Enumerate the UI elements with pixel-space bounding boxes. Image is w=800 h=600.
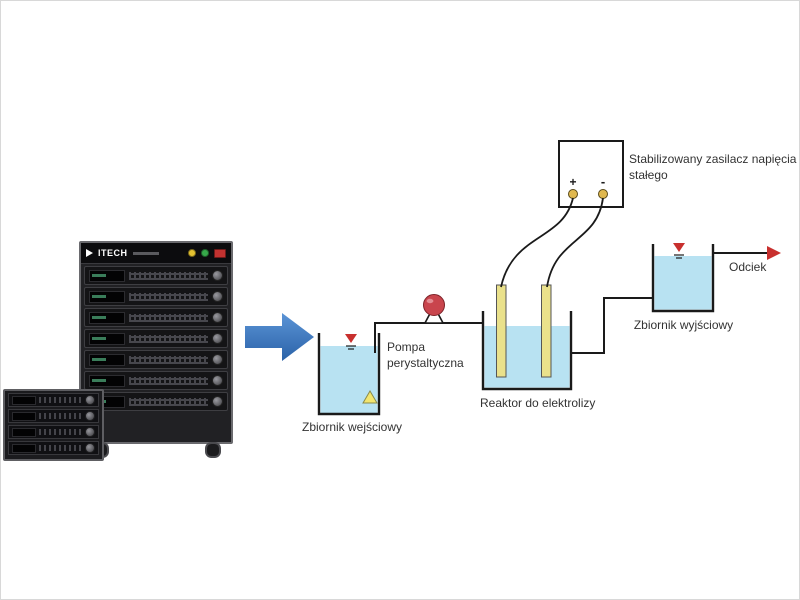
output-tank-label: Zbiornik wyjściowy <box>633 318 734 332</box>
module-knob-icon <box>212 354 223 365</box>
module-knob-icon <box>85 411 95 421</box>
module-knob-icon <box>212 270 223 281</box>
module-buttons <box>129 334 208 343</box>
rack-caster-icon <box>205 442 221 458</box>
rack-module <box>8 425 99 439</box>
module-buttons <box>39 445 82 451</box>
wire-negative <box>546 197 604 288</box>
outflow-arrow-icon <box>713 246 781 260</box>
power-supply-label: Stabilizowany zasilacz napięcia stałego <box>629 152 797 182</box>
reactor-label: Reaktor do elektrolizy <box>480 396 596 410</box>
module-display <box>89 374 125 387</box>
module-knob-icon <box>85 395 95 405</box>
rack-module <box>8 441 99 455</box>
module-buttons <box>129 355 208 364</box>
terminal-minus-icon <box>598 189 608 199</box>
electrode-right-icon <box>541 284 552 378</box>
module-display <box>12 395 36 405</box>
indicator-lamp-yellow-icon <box>188 249 196 257</box>
brand-label: ITECH <box>98 248 128 258</box>
module-display <box>89 290 125 303</box>
module-buttons <box>39 413 82 419</box>
electrolysis-reactor <box>481 284 573 391</box>
terminal-plus-icon <box>568 189 578 199</box>
module-buttons <box>129 376 208 385</box>
rack-module <box>8 393 99 407</box>
itech-instrument-rack-small <box>3 389 104 461</box>
module-display <box>12 427 36 437</box>
power-switch-icon <box>214 248 226 258</box>
rack-module <box>84 308 228 327</box>
module-buttons <box>129 292 208 301</box>
module-knob-icon <box>85 427 95 437</box>
input-tank-label: Zbiornik wejściowy <box>301 420 403 434</box>
terminal-minus-label: - <box>601 174 605 189</box>
itech-instrument-rack: ITECH <box>79 241 233 444</box>
itech-logo-icon <box>86 249 93 257</box>
module-knob-icon <box>212 375 223 386</box>
outflow-label: Odciek <box>729 260 767 274</box>
module-buttons <box>39 397 82 403</box>
dc-power-supply: + - <box>558 140 624 208</box>
float-sensor-icon <box>362 390 378 404</box>
pump-label: Pompa perystaltyczna <box>387 340 464 370</box>
module-display <box>89 311 125 324</box>
pump-icon <box>423 294 445 324</box>
rack-module <box>8 409 99 423</box>
module-buttons <box>39 429 82 435</box>
electrode-left-icon <box>496 284 507 378</box>
module-display <box>89 332 125 345</box>
rack-module <box>84 392 228 411</box>
output-tank <box>651 243 715 313</box>
module-knob-icon <box>212 396 223 407</box>
rack-header: ITECH <box>81 243 231 264</box>
water-level-indicator-icon <box>673 243 685 259</box>
rack-module <box>84 350 228 369</box>
module-display <box>12 411 36 421</box>
rack-model-text <box>132 251 159 255</box>
rack-module <box>84 371 228 390</box>
module-knob-icon <box>212 333 223 344</box>
module-knob-icon <box>212 291 223 302</box>
module-display <box>12 443 36 453</box>
terminal-plus-label: + <box>569 175 576 189</box>
indicator-lamp-green-icon <box>201 249 209 257</box>
module-buttons <box>129 271 208 280</box>
flow-arrow-icon <box>245 313 314 361</box>
module-buttons <box>129 313 208 322</box>
rack-module <box>84 329 228 348</box>
wire-positive <box>500 197 574 288</box>
module-buttons <box>129 397 208 406</box>
rack-module <box>84 287 228 306</box>
module-display <box>89 353 125 366</box>
rack-module <box>84 266 228 285</box>
input-tank <box>317 333 381 416</box>
module-display <box>89 269 125 282</box>
module-knob-icon <box>212 312 223 323</box>
water-level-indicator-icon <box>345 334 357 350</box>
module-knob-icon <box>85 443 95 453</box>
